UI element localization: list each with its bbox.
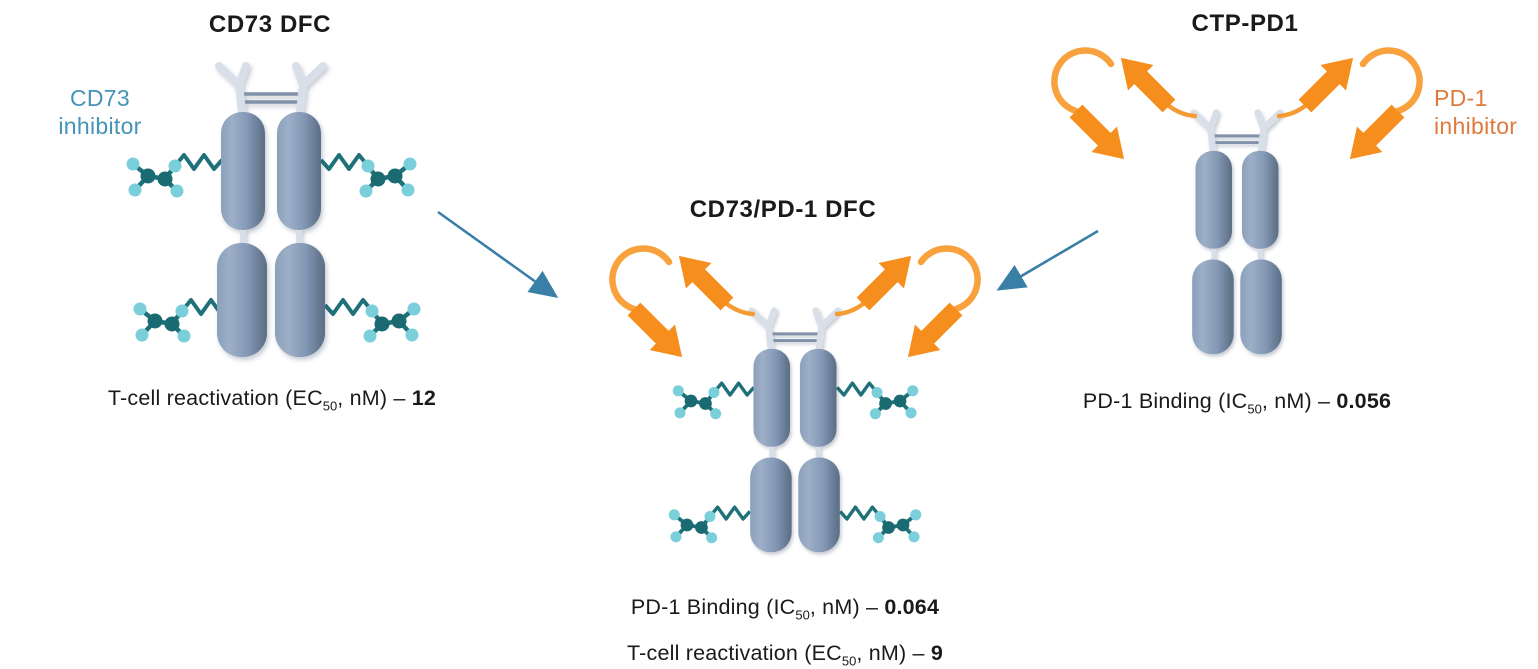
cd73-inhibitor-molecule-icon <box>127 155 223 198</box>
caption-value: 12 <box>411 386 437 410</box>
caption-text: , nM) – <box>1261 389 1337 413</box>
cd73-pd1-dfc-captions: PD-1 Binding (IC50, nM) – 0.064 T-cell r… <box>627 588 943 669</box>
cd73-dfc-title: CD73 DFC <box>208 11 332 38</box>
caption-subscript: 50 <box>322 398 338 414</box>
caption-text: PD-1 Binding (IC <box>630 595 796 619</box>
cd73-inhibitor-molecule-icon <box>321 155 417 198</box>
caption-value: 0.064 <box>884 595 940 619</box>
caption-text: T-cell reactivation (EC <box>107 386 323 410</box>
cd73-dfc-structure-graphic <box>118 58 428 362</box>
caption-line: T-cell reactivation (EC50, nM) – 9 <box>627 634 943 669</box>
antibody-scaffold-icon <box>750 311 840 553</box>
caption-text: , nM) – <box>337 386 412 410</box>
pd1-inhibitor-label: PD-1 inhibitor <box>1434 85 1518 139</box>
caption-subscript: 50 <box>1247 401 1262 417</box>
cd73-inhibitor-label: CD73 inhibitor <box>58 85 142 139</box>
pd1-peptide-hairpin-icon <box>1054 45 1195 172</box>
cd73-inhibitor-molecule-icon <box>670 381 756 422</box>
pd1-peptide-hairpin-icon <box>837 243 978 370</box>
ctp-pd1-caption: PD-1 Binding (IC50, nM) – 0.056 <box>1083 389 1391 416</box>
caption-value: 0.056 <box>1336 389 1392 413</box>
ctp-pd1-structure-graphic <box>1040 40 1430 370</box>
caption-subscript: 50 <box>795 607 810 623</box>
cd73-dfc-caption: T-cell reactivation (EC50, nM) – 12 <box>108 386 436 413</box>
caption-subscript: 50 <box>841 653 857 669</box>
cd73-inhibitor-molecule-icon <box>838 505 924 546</box>
pd1-peptide-hairpin-icon <box>1279 45 1420 172</box>
caption-text: PD-1 Binding (IC <box>1082 389 1248 413</box>
caption-value: 9 <box>930 641 944 666</box>
caption-line: PD-1 Binding (IC50, nM) – 0.064 <box>627 588 943 634</box>
cd73-inhibitor-molecule-icon <box>325 300 421 343</box>
caption-text: T-cell reactivation (EC <box>626 641 842 666</box>
cd73-inhibitor-molecule-icon <box>134 300 230 343</box>
ctp-pd1-title: CTP-PD1 <box>1191 10 1299 37</box>
antibody-scaffold-icon <box>217 66 325 357</box>
cd73-inhibitor-molecule-icon <box>666 505 752 546</box>
antibody-scaffold-icon <box>1192 113 1282 355</box>
cd73-pd1-dfc-structure-graphic <box>600 245 990 565</box>
pd1-peptide-hairpin-icon <box>612 243 753 370</box>
arrow-left-to-center-icon <box>437 210 559 299</box>
caption-text: , nM) – <box>809 595 885 619</box>
cd73-pd1-dfc-title: CD73/PD-1 DFC <box>689 196 877 223</box>
caption-text: , nM) – <box>856 641 931 666</box>
cd73-inhibitor-molecule-icon <box>835 381 921 422</box>
arrow-right-to-center-icon <box>996 229 1099 291</box>
